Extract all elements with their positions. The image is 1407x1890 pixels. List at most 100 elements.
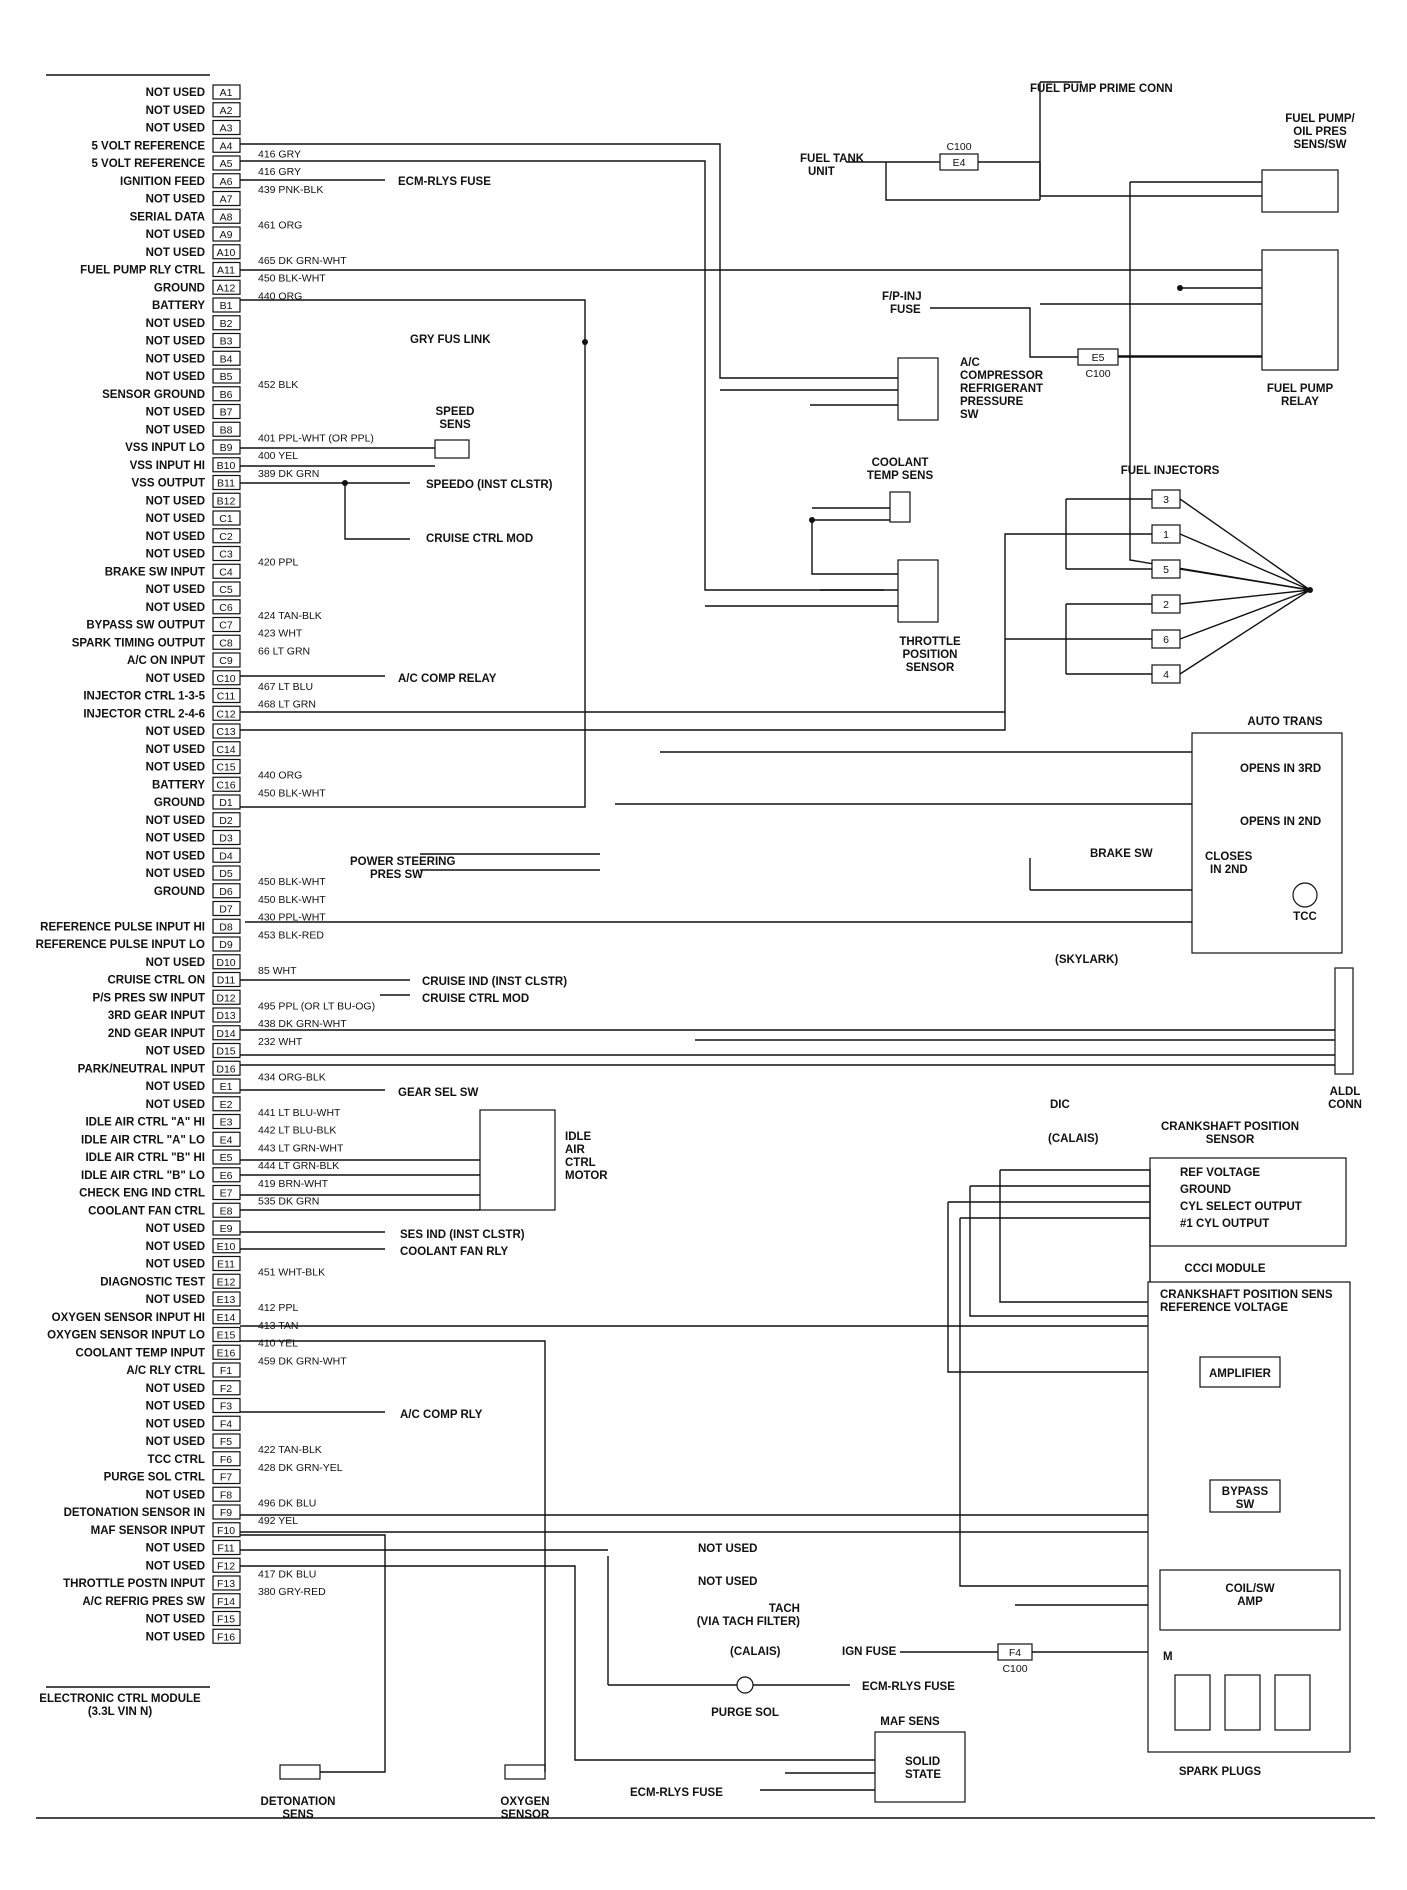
pin-label-A3: NOT USED (146, 123, 205, 135)
pin-label-D5: NOT USED (146, 868, 205, 880)
pin-box-E15 (212, 1326, 241, 1343)
pin-box-C7 (212, 616, 241, 633)
pin-id-A8: A8 (220, 211, 233, 223)
pin-id-E12: E12 (217, 1276, 236, 1288)
wire-label-B5: 452 BLK (258, 379, 298, 391)
connector-e4 (939, 153, 979, 171)
pin-label-F1: A/C RLY CTRL (126, 1365, 205, 1377)
wire-label-A11: 450 BLK-WHT (258, 273, 326, 285)
pin-box-B3 (212, 332, 241, 349)
pin-box-F7 (212, 1468, 241, 1485)
wire-label-C10: 467 LT BLU (258, 681, 313, 693)
pin-id-C5: C5 (219, 584, 233, 596)
pin-label-F16: NOT USED (146, 1631, 205, 1643)
fuel-injectors-label: FUEL INJECTORS (1121, 465, 1220, 477)
svg-text:#1 CYL OUTPUT: #1 CYL OUTPUT (1180, 1218, 1269, 1230)
pin-id-E7: E7 (220, 1188, 233, 1200)
pin-box-F5 (212, 1433, 241, 1449)
svg-text:CRANKSHAFT POSITION SENS: CRANKSHAFT POSITION SENS (1160, 1289, 1333, 1301)
pin-box-D9 (212, 936, 241, 952)
pin-id-B2: B2 (220, 318, 233, 330)
pin-label-C16: BATTERY (152, 779, 205, 791)
pin-box-C11 (212, 687, 241, 704)
svg-text:CRUISE CTRL MOD: CRUISE CTRL MOD (426, 533, 533, 545)
svg-text:C100: C100 (1085, 368, 1110, 380)
svg-text:AMPLIFIER: AMPLIFIER (1209, 1368, 1272, 1380)
pin-label-B6: SENSOR GROUND (102, 389, 205, 401)
pin-box-B1 (212, 297, 241, 313)
pin-label-C13: NOT USED (146, 726, 205, 738)
pin-id-C2: C2 (219, 531, 233, 543)
pin-label-C15: NOT USED (146, 762, 205, 774)
wire-label-E7: 535 DK GRN (258, 1196, 319, 1208)
plug-2 (1224, 1674, 1261, 1731)
pin-label-A10: NOT USED (146, 247, 205, 259)
pin-id-C13: C13 (216, 726, 235, 738)
svg-text:SENSOR: SENSOR (906, 662, 955, 674)
pin-box-B9 (212, 439, 241, 455)
svg-text:GRY FUS LINK: GRY FUS LINK (410, 334, 491, 346)
speed-sens-label: SPEED (436, 406, 475, 418)
svg-text:SENSOR: SENSOR (1206, 1134, 1255, 1146)
svg-text:GROUND: GROUND (1180, 1184, 1231, 1196)
pin-label-F14: A/C REFRIG PRES SW (82, 1596, 205, 1608)
pin-label-E16: COOLANT TEMP INPUT (76, 1347, 205, 1359)
tps-label: THROTTLE (899, 636, 961, 648)
svg-text:(CALAIS): (CALAIS) (730, 1646, 781, 1658)
fuel-pump-sens-label: FUEL PUMP/ (1285, 113, 1355, 125)
pin-label-E1: NOT USED (146, 1081, 205, 1093)
pin-id-E5: E5 (220, 1152, 233, 1164)
wire-label-A6: 439 PNK-BLK (258, 184, 323, 196)
svg-text:TEMP SENS: TEMP SENS (867, 470, 934, 482)
fuel-pump-relay-box (1261, 249, 1339, 371)
svg-text:STATE: STATE (905, 1769, 941, 1781)
pin-label-B9: VSS INPUT LO (125, 442, 205, 454)
pin-box-B5 (212, 368, 241, 384)
svg-text:TACH: TACH (769, 1603, 800, 1615)
pin-box-A12 (212, 279, 241, 295)
pin-box-E16 (212, 1344, 241, 1360)
pin-box-E7 (212, 1184, 241, 1201)
svg-text:SES IND (INST CLSTR): SES IND (INST CLSTR) (400, 1229, 525, 1241)
pin-label-B12: NOT USED (146, 495, 205, 507)
svg-text:E4: E4 (953, 157, 966, 169)
pin-box-F3 (212, 1397, 241, 1414)
pin-id-C8: C8 (219, 637, 233, 649)
pin-label-C14: NOT USED (146, 744, 205, 756)
pin-id-A10: A10 (217, 247, 236, 259)
pin-label-A1: NOT USED (146, 87, 205, 99)
pin-id-C10: C10 (216, 673, 235, 685)
pin-box-E14 (212, 1309, 241, 1325)
pin-box-A4 (212, 137, 241, 153)
pin-label-D12: P/S PRES SW INPUT (93, 992, 205, 1004)
pin-id-E11: E11 (217, 1259, 235, 1271)
det-sens-box (279, 1764, 321, 1780)
pin-label-C5: NOT USED (146, 584, 205, 596)
wire-label-C15: 440 ORG (258, 770, 302, 782)
wire-label-C11: 468 LT GRN (258, 699, 316, 711)
ckp-sensor-box (1149, 1157, 1347, 1247)
pin-id-C15: C15 (216, 762, 235, 774)
pin-id-A9: A9 (220, 229, 233, 241)
pin-label-D16: PARK/NEUTRAL INPUT (78, 1063, 205, 1075)
pin-id-E14: E14 (217, 1312, 236, 1324)
pin-id-C6: C6 (219, 602, 233, 614)
coil-amp-box (1159, 1569, 1341, 1631)
pin-label-E14: OXYGEN SENSOR INPUT HI (52, 1312, 205, 1324)
wire-label-D10: 85 WHT (258, 965, 297, 977)
svg-text:GEAR SEL SW: GEAR SEL SW (398, 1087, 478, 1099)
pin-label-A8: SERIAL DATA (130, 211, 205, 223)
pin-id-F4: F4 (220, 1418, 232, 1430)
pin-id-F13: F13 (217, 1578, 235, 1590)
wire-label-C7: 423 WHT (258, 628, 303, 640)
wire-label-E2: 441 LT BLU-WHT (258, 1107, 341, 1119)
pin-id-E1: E1 (220, 1081, 233, 1093)
idle-air-box (479, 1109, 556, 1211)
pin-id-A11: A11 (217, 265, 235, 277)
pin-box-A1 (212, 84, 241, 100)
svg-text:OIL PRES: OIL PRES (1293, 126, 1347, 138)
pin-box-B6 (212, 386, 241, 402)
pin-box-C6 (212, 599, 241, 615)
tps-box (897, 559, 939, 623)
